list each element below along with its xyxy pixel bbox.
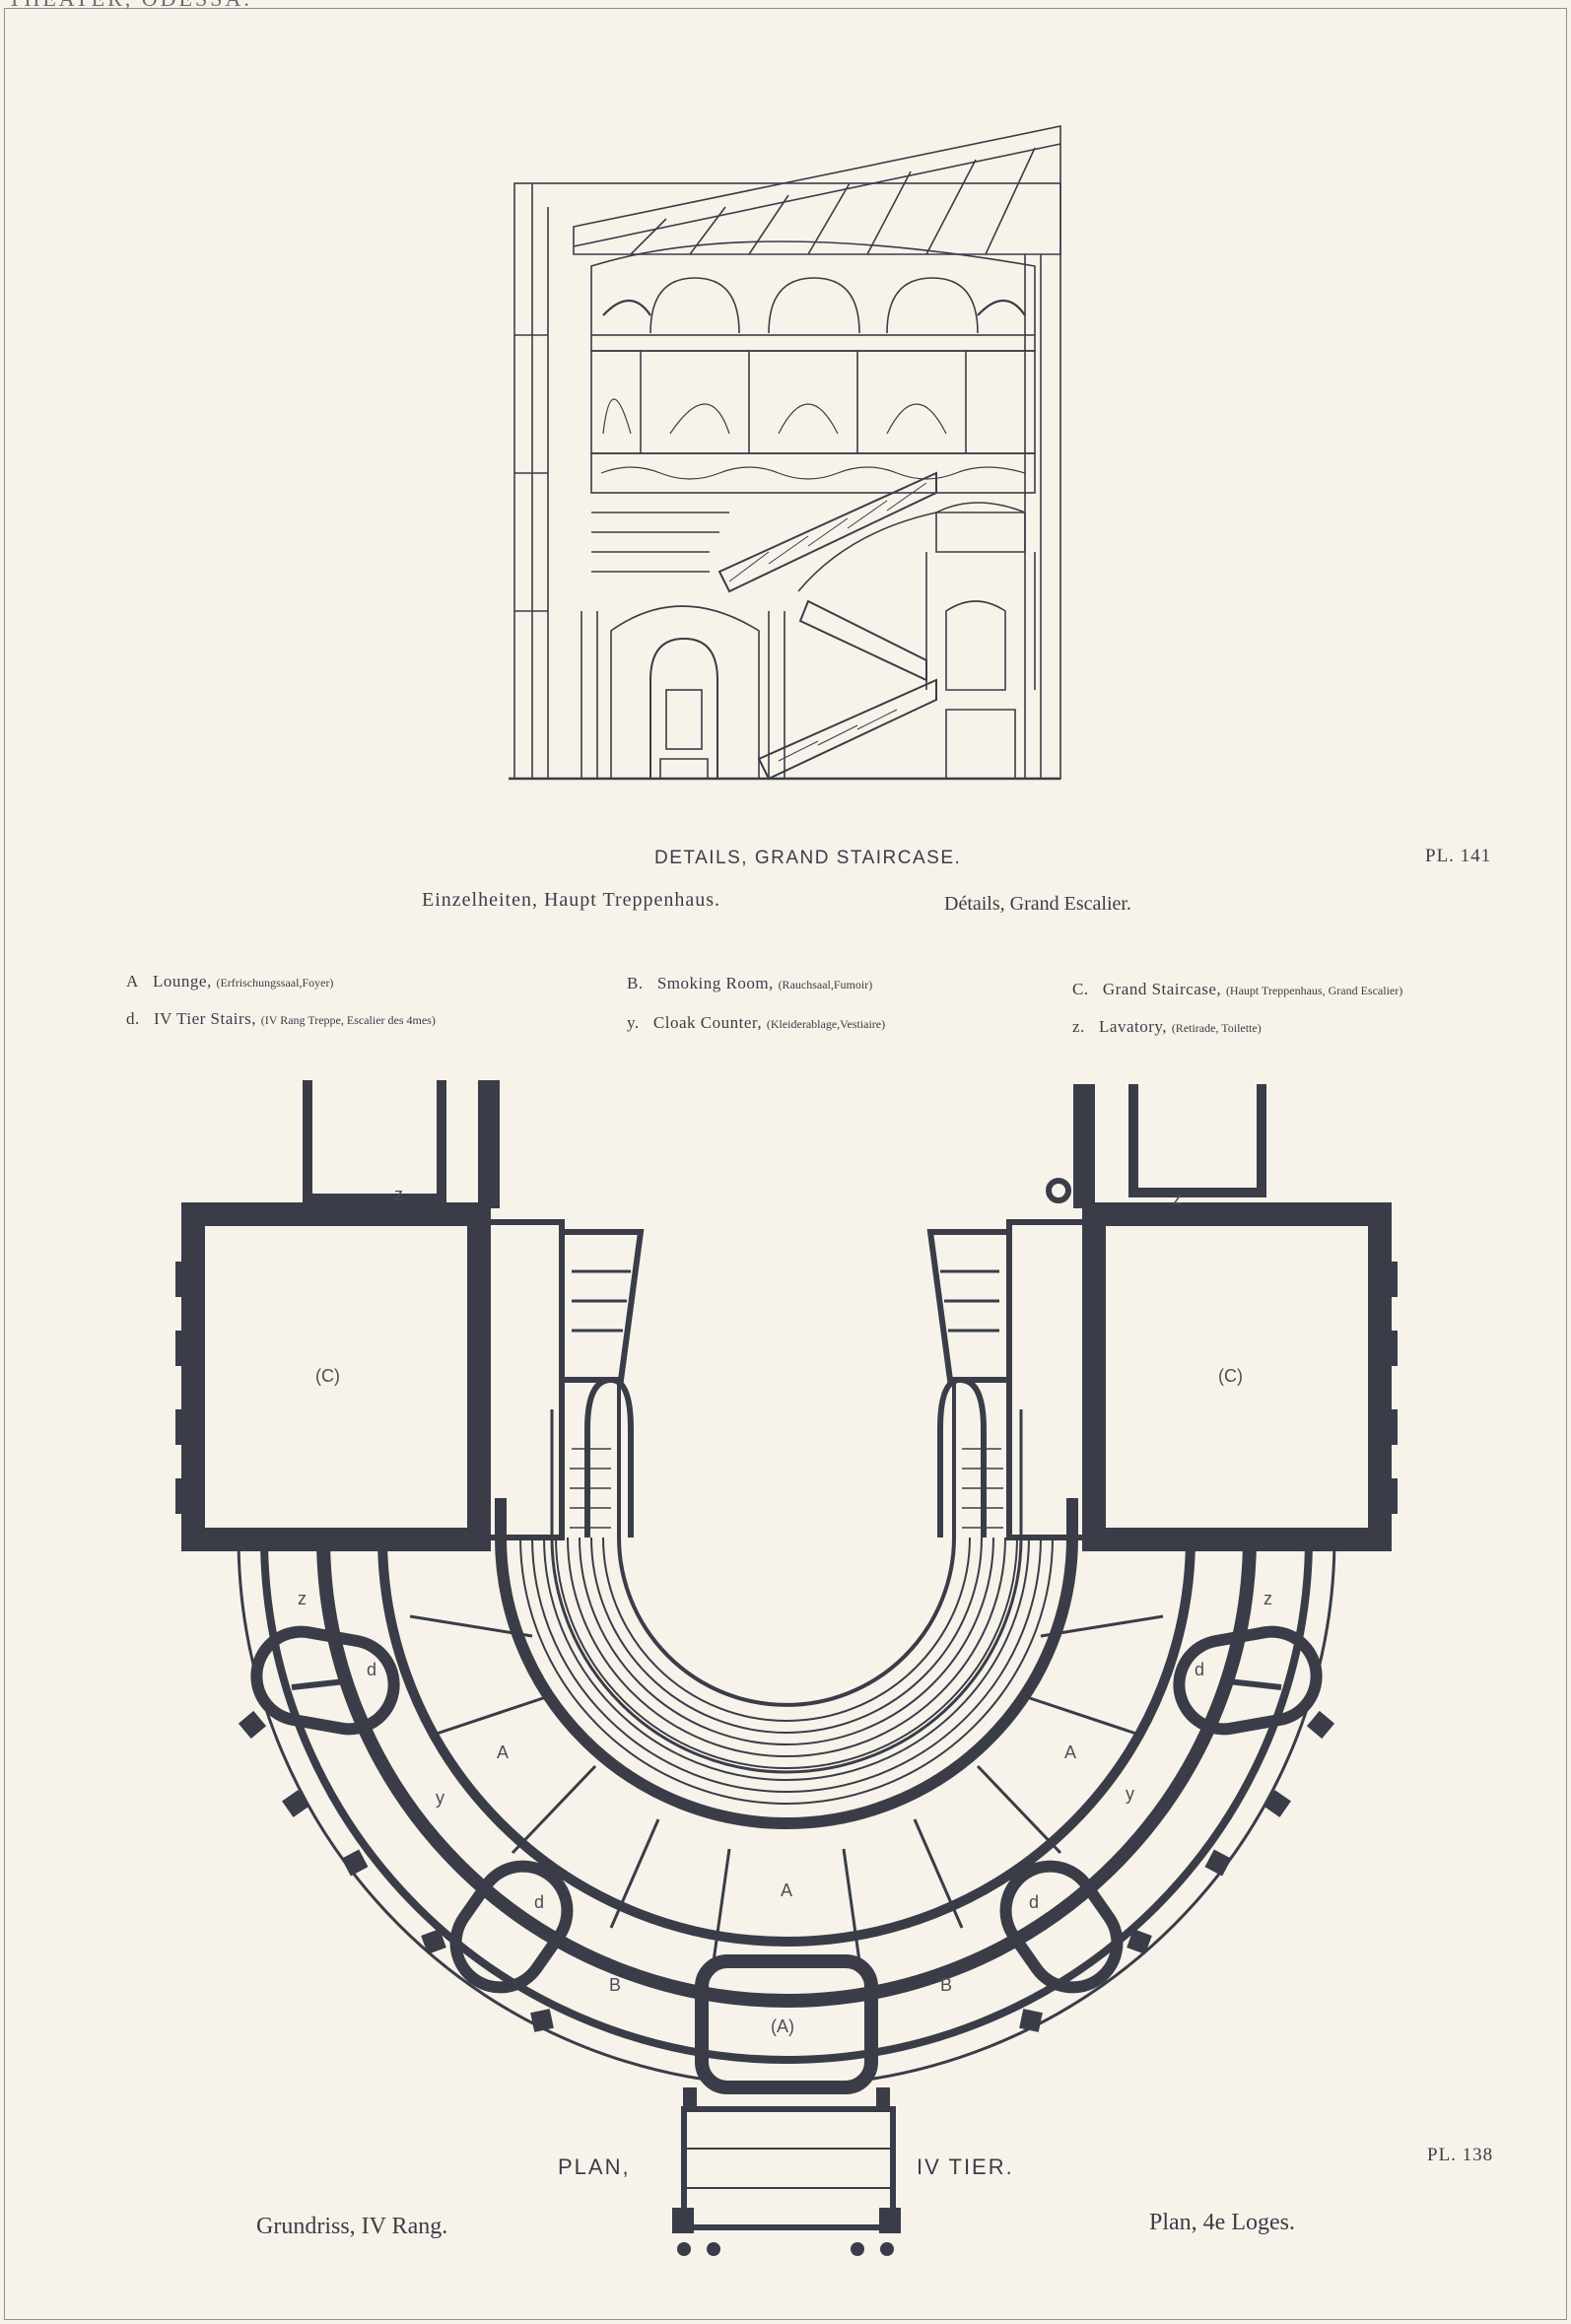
legend-item-grand-staircase: C. Grand Staircase, (Haupt Treppenhaus, … <box>1072 980 1402 999</box>
legend-note: (Haupt Treppenhaus, Grand Escalier) <box>1225 984 1403 997</box>
plan-label-d-lr: d <box>1029 1892 1039 1912</box>
section-caption-en: DETAILS, GRAND STAIRCASE. <box>654 848 962 868</box>
plan-label-a-mid: A <box>781 1880 792 1900</box>
plan-caption-de: Grundriss, IV Rang. <box>256 2214 448 2239</box>
plate-number-138: PL. 138 <box>1427 2145 1494 2165</box>
legend-note: (Retirade, Toilette) <box>1171 1021 1262 1035</box>
legend-label: Lavatory, <box>1099 1017 1168 1036</box>
header-fragment: THEATER, ODESSA. <box>8 0 252 12</box>
plan-title-right: IV TIER. <box>917 2154 1014 2179</box>
page-frame <box>4 8 1567 2320</box>
legend-item-lavatory: z. Lavatory, (Retirade, Toilette) <box>1072 1017 1262 1037</box>
plan-label-b-left: B <box>609 1975 621 1995</box>
plan-label-c-right: (C) <box>1218 1366 1243 1386</box>
legend-item-tier-stairs: d. IV Tier Stairs, (IV Rang Treppe, Esca… <box>126 1009 436 1029</box>
plan-label-a-right: A <box>1064 1743 1076 1762</box>
legend-key: B. <box>627 974 644 992</box>
plan-label-c-left: (C) <box>315 1366 340 1386</box>
plan-caption-fr: Plan, 4e Loges. <box>1149 2210 1295 2235</box>
plan-label-d-ll: d <box>534 1892 544 1912</box>
plan-label-d-ur: d <box>1195 1660 1204 1679</box>
legend-label: IV Tier Stairs, <box>154 1009 257 1028</box>
legend-label: Cloak Counter, <box>652 1013 763 1032</box>
section-caption-fr: Détails, Grand Escalier. <box>944 893 1131 915</box>
plan-label-y-left: y <box>436 1788 444 1808</box>
plan-label-d-ul: d <box>367 1660 376 1679</box>
plan-label-z-left: z <box>298 1589 307 1608</box>
legend-key: z. <box>1072 1017 1085 1036</box>
legend-key: d. <box>126 1009 140 1028</box>
legend-label: Grand Staircase, <box>1102 980 1222 998</box>
plan-label-a-left: A <box>497 1743 509 1762</box>
legend-note: (Erfrischungssaal,Foyer) <box>216 976 334 990</box>
legend-note: (IV Rang Treppe, Escalier des 4mes) <box>260 1013 436 1027</box>
legend-key: y. <box>627 1013 640 1032</box>
legend-key: A <box>126 972 139 991</box>
legend-note: (Rauchsaal,Fumoir) <box>778 978 873 991</box>
legend-item-cloak-counter: y. Cloak Counter, (Kleiderablage,Vestiai… <box>627 1013 885 1033</box>
legend-label: Lounge, <box>153 972 212 991</box>
plate-number-141: PL. 141 <box>1425 846 1492 866</box>
plan-label-z-right: z <box>1264 1589 1272 1608</box>
section-caption-de: Einzelheiten, Haupt Treppenhaus. <box>422 889 721 911</box>
plan-label-a-center: (A) <box>771 2016 794 2036</box>
legend-item-smoking-room: B. Smoking Room, (Rauchsaal,Fumoir) <box>627 974 872 993</box>
legend-item-lounge: A Lounge, (Erfrischungssaal,Foyer) <box>126 972 333 991</box>
legend-key: C. <box>1072 980 1089 998</box>
plan-title-left: PLAN, <box>558 2154 631 2179</box>
plan-label-z-top-right: z <box>1173 1189 1182 1208</box>
legend-label: Smoking Room, <box>656 974 774 992</box>
plan-label-b-right: B <box>940 1975 952 1995</box>
legend-note: (Kleiderablage,Vestiaire) <box>766 1017 886 1031</box>
plan-label-z-top-left: z <box>394 1185 403 1204</box>
plan-label-y-right: y <box>1126 1784 1134 1804</box>
